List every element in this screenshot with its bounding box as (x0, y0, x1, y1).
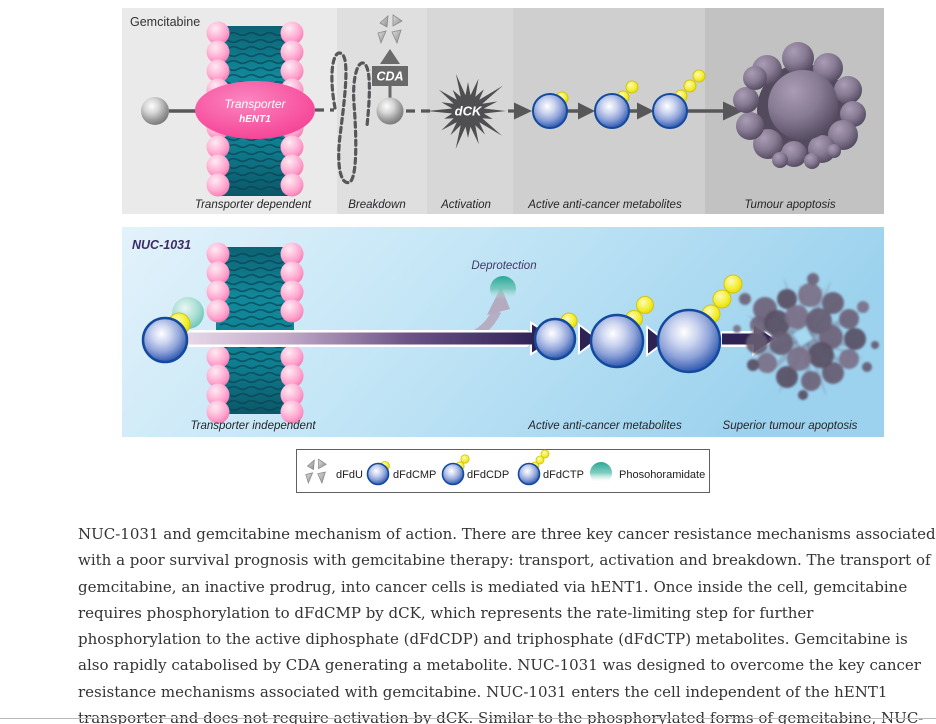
phosphoramidate-crescent-icon (490, 276, 516, 302)
metabolite-gray-sphere (376, 97, 404, 125)
legend-item-dfdcdp: dFdCDP (441, 454, 509, 486)
figure-caption: NUC-1031 and gemcitabine mechanism of ac… (78, 525, 936, 724)
hent1-transporter: Transporter hENT1 (195, 81, 315, 139)
legend-label: Phosohoramidate (619, 469, 705, 481)
section-label: Transporter independent (190, 420, 316, 432)
arrowhead-icon (723, 101, 743, 121)
dfdu-fragments-icon (377, 14, 403, 45)
phosphate-dot-icon (460, 454, 470, 464)
hent1-label: hENT1 (239, 114, 271, 125)
gemcitabine-molecule (141, 97, 169, 125)
legend-label: dFdU (336, 469, 363, 481)
legend-label: dFdCTP (543, 469, 584, 481)
section-label: Active anti-cancer metabolites (527, 420, 682, 432)
legend-icons: dFdU dFdCMP dFdCDP dFdCTP (305, 449, 705, 486)
dck-label: dCK (455, 104, 483, 119)
phosphoramidate-crescent-icon (590, 462, 612, 484)
arrow-a-b (578, 323, 600, 355)
cda-label: CDA (376, 70, 403, 84)
triphosphate-sphere-icon (517, 462, 541, 486)
transporter-label: Transporter (224, 97, 286, 111)
dfdctp-sphere (652, 69, 706, 129)
legend-item-dfdctp: dFdCTP (517, 449, 584, 486)
section-label: Breakdown (348, 199, 406, 211)
legend-item-phosphoramidate: Phosohoramidate (590, 462, 705, 484)
section-label: Active anti-cancer metabolites (527, 199, 682, 211)
diphosphate-sphere-icon (441, 462, 465, 486)
tumour-cluster (733, 42, 866, 169)
arrowhead-icon (637, 102, 654, 120)
section-label: Transporter dependent (195, 199, 312, 211)
dfdctp-sphere (656, 274, 743, 374)
up-arrow-icon (380, 49, 400, 64)
deprotection-label: Deprotection (471, 260, 536, 272)
legend-label: dFdCDP (467, 469, 509, 481)
legend-item-dfdu: dFdU (305, 458, 363, 485)
cda-branch: CDA (372, 14, 408, 125)
phosphate-dot-icon (535, 455, 545, 465)
figure-legend: dFdU dFdCMP dFdCDP dFdCTP (296, 449, 710, 493)
monophosphate-sphere-icon (366, 462, 390, 486)
panel-title: Gemcitabine (130, 15, 200, 29)
panel-title: NUC-1031 (132, 238, 191, 252)
dck-starburst: dCK (427, 73, 506, 149)
exploding-tumour (733, 273, 879, 400)
arrowhead-icon (514, 102, 532, 120)
legend-label: dFdCMP (393, 469, 436, 481)
bottom-divider (0, 718, 936, 719)
section-label: Activation (440, 199, 491, 211)
dfdcmp-sphere (533, 312, 578, 361)
dfdcmp-sphere (532, 91, 569, 129)
nuc1031-panel: Deprotection (122, 227, 884, 437)
dfdu-fragments-icon (305, 458, 327, 485)
breakdown-squiggle (330, 51, 371, 185)
dfdcdp-sphere (589, 296, 654, 369)
section-label: Tumour apoptosis (744, 199, 835, 211)
gemcitabine-panel: Transporter hENT1 CDA dCK (122, 8, 884, 214)
arrowhead-icon (578, 102, 595, 120)
dfdcdp-sphere (594, 80, 639, 129)
section-label: Superior tumour apoptosis (723, 420, 858, 432)
legend-item-dfdcmp: dFdCMP (366, 461, 436, 486)
phosphate-dot-icon (540, 449, 550, 459)
nuc1031-molecule (141, 297, 204, 364)
